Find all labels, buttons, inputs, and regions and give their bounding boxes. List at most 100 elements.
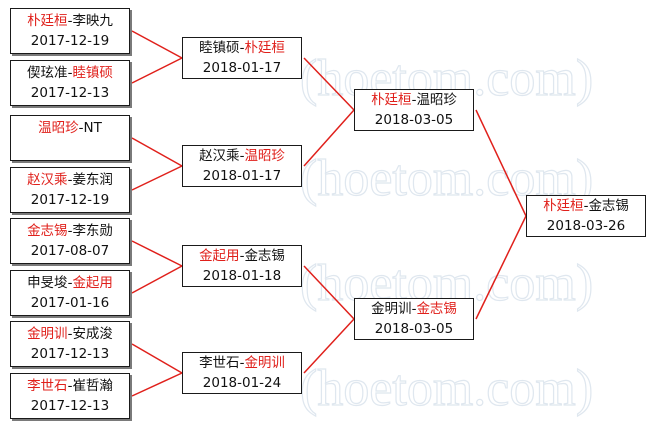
name-separator: - <box>239 148 245 164</box>
match-box-r1-7: 金明训-安成浚 2017-12-13 <box>10 321 130 367</box>
match-box-r2-1: 睦镇硕-朴廷桓 2018-01-17 <box>182 37 302 79</box>
match-box-r1-3: 温昭珍-NT <box>10 115 130 161</box>
match-date: 2017-12-13 <box>30 398 110 414</box>
connector-r2-1 <box>303 57 355 111</box>
loser-name: 李映九 <box>72 13 113 29</box>
winner-name: 朴廷桓 <box>27 13 68 29</box>
match-box-r3-1: 朴廷桓-温昭珍 2018-03-05 <box>354 89 474 131</box>
match-box-r4-1: 朴廷桓-金志锡 2018-03-26 <box>526 195 646 237</box>
match-players: 赵汉乘-温昭珍 <box>183 146 301 166</box>
name-separator: - <box>67 172 73 188</box>
match-date: 2017-12-13 <box>30 346 110 362</box>
connector-r1-7 <box>131 343 183 374</box>
match-players: 金志锡-李东勋 <box>11 221 129 241</box>
loser-name: 李东勋 <box>72 223 113 239</box>
loser-name: 姜东润 <box>72 172 113 188</box>
name-separator: - <box>67 275 73 291</box>
connector-r1-5 <box>131 240 183 267</box>
connector-r1-8 <box>131 372 183 397</box>
winner-name: 温昭珍 <box>38 120 79 136</box>
winner-name: 金起用 <box>199 248 240 264</box>
match-players: 偰玹准-睦镇硕 <box>11 63 129 83</box>
name-separator: - <box>67 65 73 81</box>
name-separator: - <box>67 13 73 29</box>
connector-r2-3 <box>303 265 355 320</box>
name-separator: - <box>411 301 417 317</box>
name-separator: - <box>78 120 84 136</box>
match-players: 赵汉乘-姜东润 <box>11 170 129 190</box>
winner-name: 朴廷桓 <box>543 198 584 214</box>
winner-name: 朴廷桓 <box>371 92 412 108</box>
match-date: 2018-03-26 <box>546 218 626 234</box>
name-separator: - <box>67 326 73 342</box>
winner-name: 朴廷桓 <box>244 40 285 56</box>
loser-name: 睦镇硕 <box>199 40 240 56</box>
name-separator: - <box>67 223 73 239</box>
loser-name: NT <box>83 120 102 136</box>
name-separator: - <box>411 92 417 108</box>
connector-r1-1 <box>131 30 183 59</box>
connector-r1-2 <box>131 57 183 84</box>
connector-r3-1 <box>475 109 527 217</box>
name-separator: - <box>583 198 589 214</box>
loser-name: 金志锡 <box>244 248 285 264</box>
match-date: 2018-01-17 <box>202 168 282 184</box>
match-box-r2-3: 金起用-金志锡 2018-01-18 <box>182 245 302 287</box>
match-players: 温昭珍-NT <box>11 118 129 138</box>
match-players: 李世石-崔哲瀚 <box>11 376 129 396</box>
match-date: 2017-12-19 <box>30 33 110 49</box>
connector-r2-4 <box>303 318 355 374</box>
winner-name: 金明训 <box>244 355 285 371</box>
match-date: 2018-03-05 <box>374 321 454 337</box>
loser-name: 李世石 <box>199 355 240 371</box>
match-players: 睦镇硕-朴廷桓 <box>183 38 301 58</box>
winner-name: 温昭珍 <box>244 148 285 164</box>
loser-name: 赵汉乘 <box>199 148 240 164</box>
match-box-r2-2: 赵汉乘-温昭珍 2018-01-17 <box>182 145 302 187</box>
loser-name: 金明训 <box>371 301 412 317</box>
connector-r2-2 <box>303 109 355 167</box>
match-box-r1-8: 李世石-崔哲瀚 2017-12-13 <box>10 373 130 419</box>
match-players: 申旻埈-金起用 <box>11 273 129 293</box>
match-players: 金明训-金志锡 <box>355 299 473 319</box>
match-date: 2017-08-07 <box>30 243 110 259</box>
loser-name: 金志锡 <box>588 198 629 214</box>
match-date: 2018-01-24 <box>202 375 282 391</box>
winner-name: 赵汉乘 <box>27 172 68 188</box>
match-date: 2017-12-19 <box>30 192 110 208</box>
match-date: 2017-12-13 <box>30 85 110 101</box>
match-box-r1-2: 偰玹准-睦镇硕 2017-12-13 <box>10 60 130 106</box>
match-date: 2018-01-17 <box>202 60 282 76</box>
loser-name: 偰玹准 <box>27 65 68 81</box>
winner-name: 金志锡 <box>416 301 457 317</box>
name-separator: - <box>239 248 245 264</box>
match-date: 2018-01-18 <box>202 268 282 284</box>
connector-r3-2 <box>475 215 527 320</box>
winner-name: 睦镇硕 <box>72 65 113 81</box>
match-box-r1-5: 金志锡-李东勋 2017-08-07 <box>10 218 130 264</box>
match-box-r2-4: 李世石-金明训 2018-01-24 <box>182 352 302 394</box>
match-players: 金起用-金志锡 <box>183 246 301 266</box>
match-box-r1-1: 朴廷桓-李映九 2017-12-19 <box>10 8 130 54</box>
name-separator: - <box>239 355 245 371</box>
winner-name: 金志锡 <box>27 223 68 239</box>
name-separator: - <box>239 40 245 56</box>
connector-r1-4 <box>131 165 183 191</box>
loser-name: 申旻埈 <box>27 275 68 291</box>
match-players: 金明训-安成浚 <box>11 324 129 344</box>
match-date: 2018-03-05 <box>374 112 454 128</box>
match-players: 朴廷桓-李映九 <box>11 11 129 31</box>
connector-r1-3 <box>131 137 183 167</box>
loser-name: 温昭珍 <box>416 92 457 108</box>
loser-name: 安成浚 <box>72 326 113 342</box>
match-players: 朴廷桓-温昭珍 <box>355 90 473 110</box>
winner-name: 金明训 <box>27 326 68 342</box>
name-separator: - <box>67 378 73 394</box>
match-players: 朴廷桓-金志锡 <box>527 196 645 216</box>
match-players: 李世石-金明训 <box>183 353 301 373</box>
match-box-r3-2: 金明训-金志锡 2018-03-05 <box>354 298 474 340</box>
connector-r1-6 <box>131 265 183 294</box>
